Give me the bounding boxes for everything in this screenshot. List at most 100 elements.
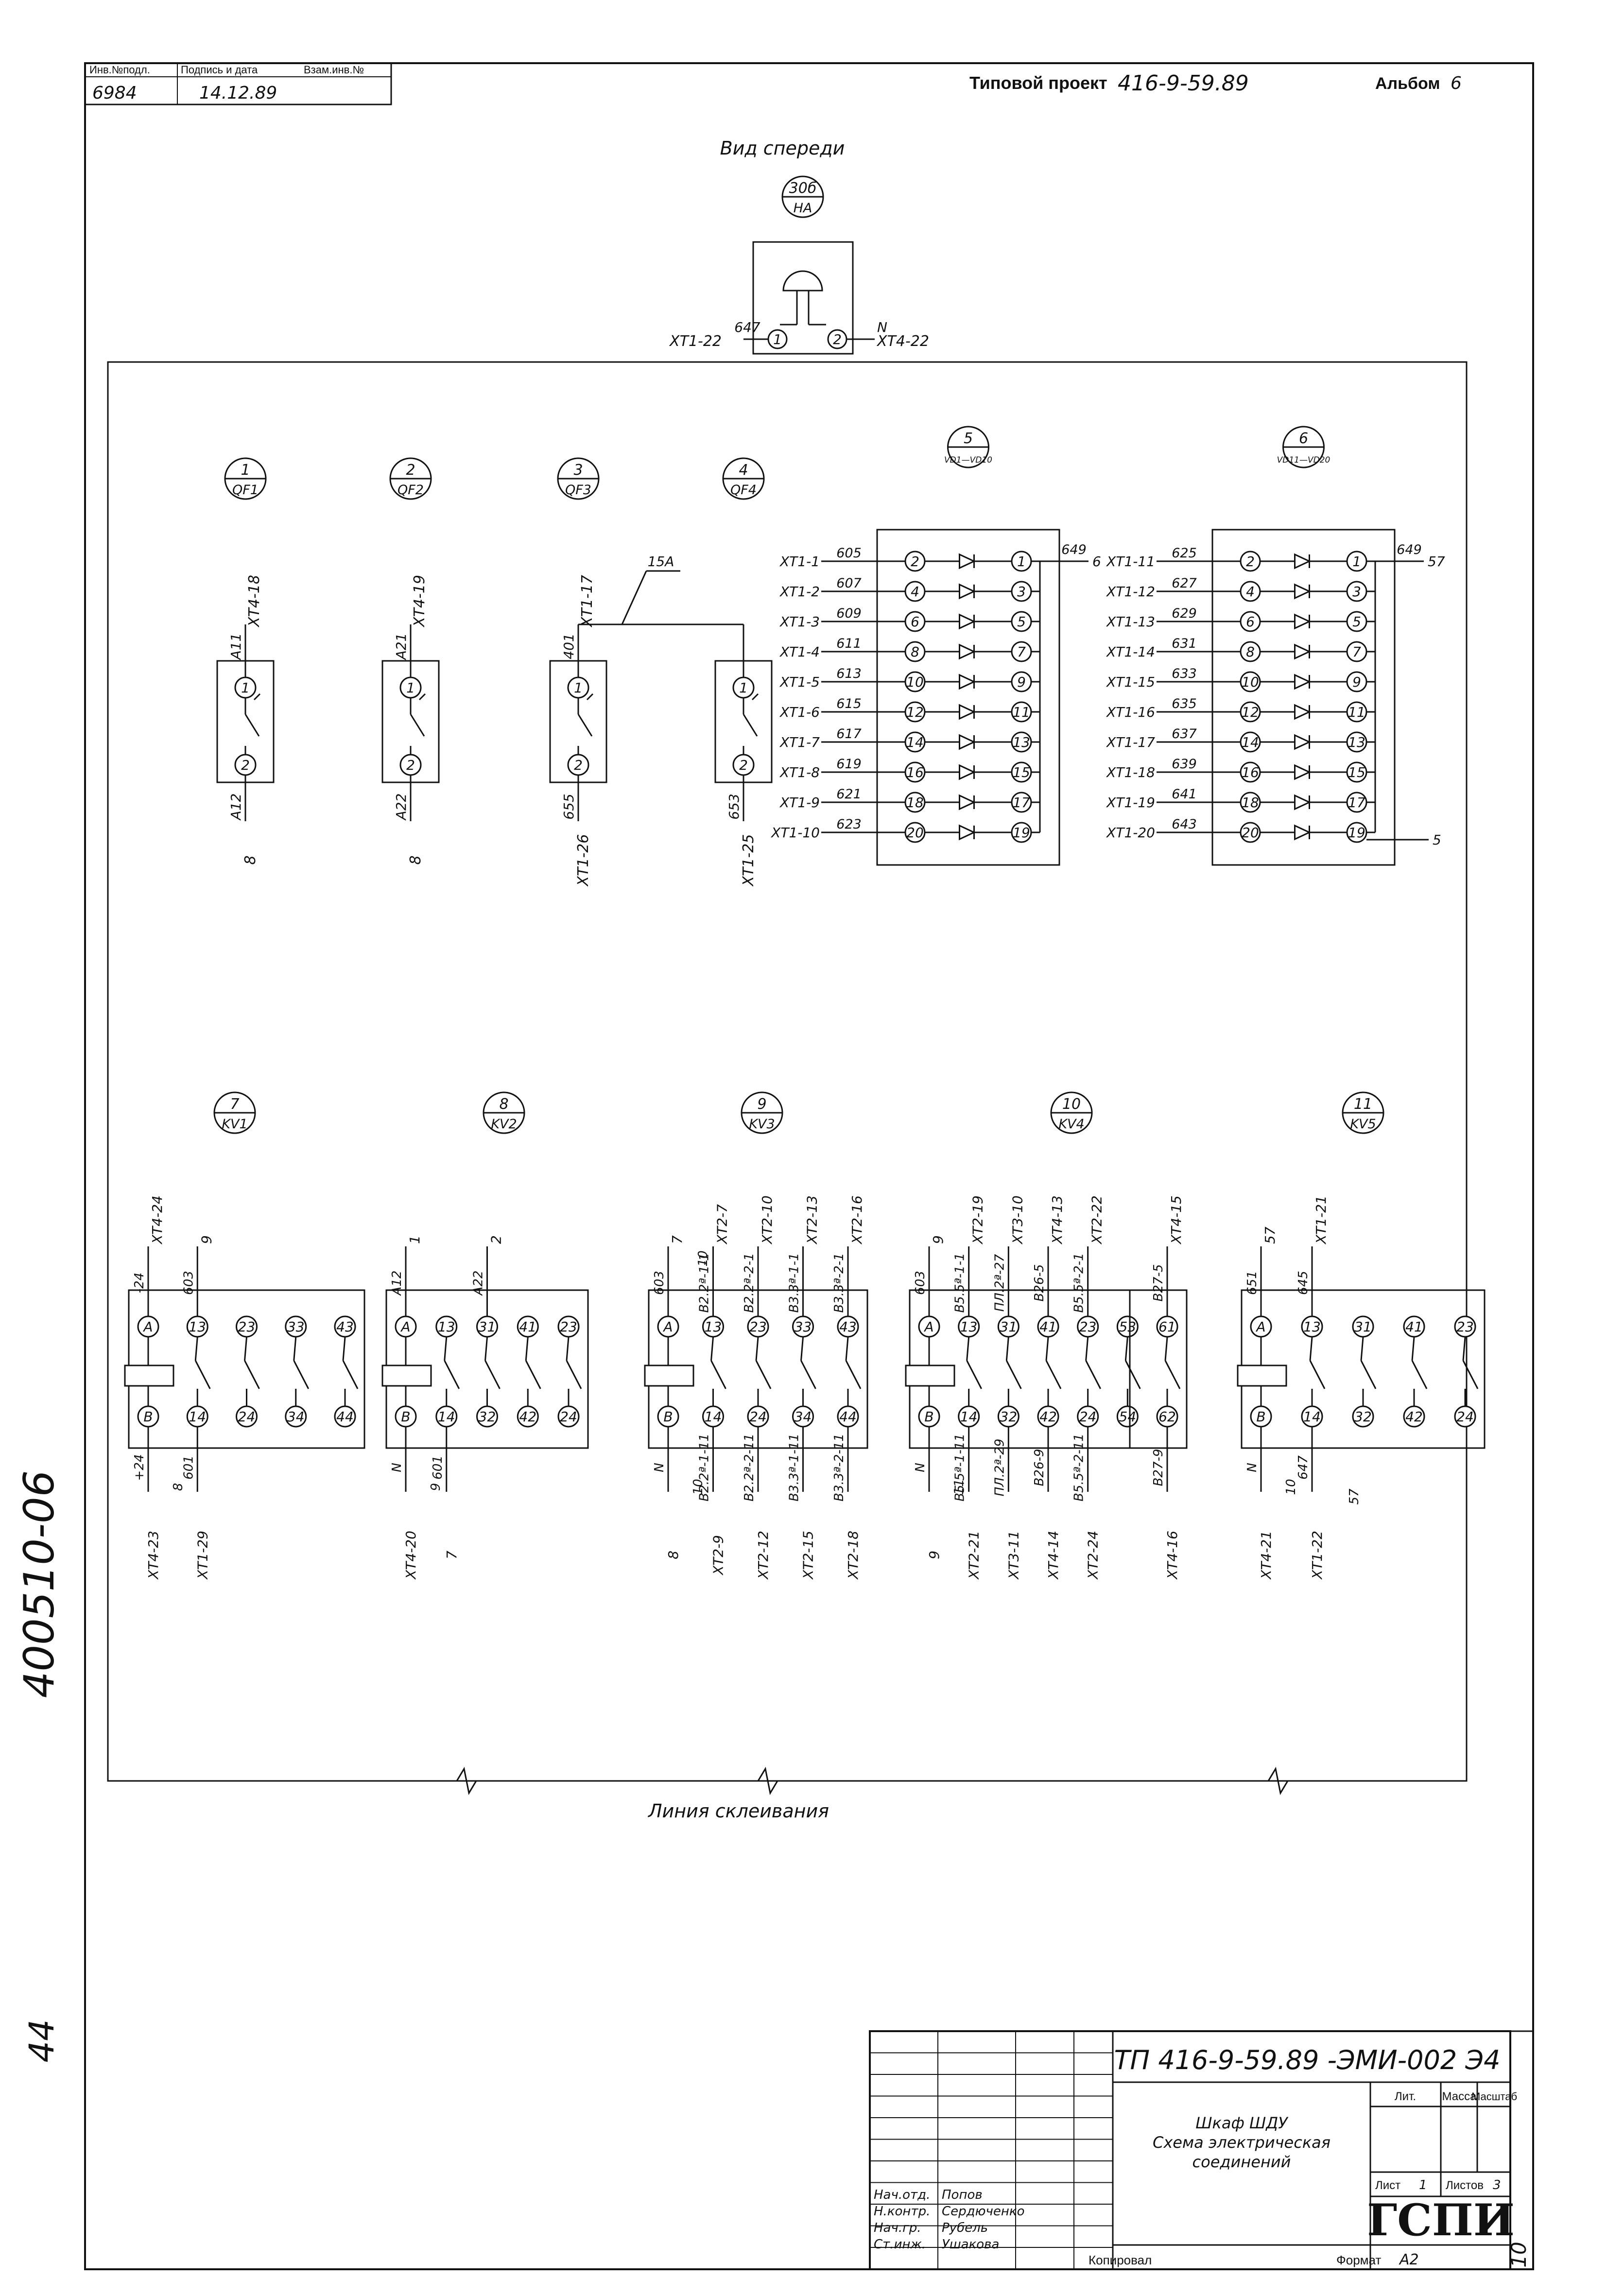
pin-label: 11 xyxy=(1348,704,1365,720)
relay-coil xyxy=(905,1364,955,1387)
switch-contact xyxy=(244,714,260,737)
wire-number: 649 xyxy=(1061,542,1087,557)
diode-symbol xyxy=(959,704,976,720)
pin-label: 61 xyxy=(1158,1319,1176,1335)
wire-link: 1 xyxy=(407,1235,423,1244)
pin-label: А xyxy=(400,1319,410,1335)
wire-number: 619 xyxy=(836,757,862,772)
pin-label: 14 xyxy=(1303,1409,1321,1425)
relay-contact xyxy=(1006,1360,1022,1389)
wire-number: 627 xyxy=(1172,576,1197,591)
pin-label: 16 xyxy=(1242,764,1259,780)
wire-number: 605 xyxy=(836,546,862,561)
signer-role: Н.контр. xyxy=(874,2204,930,2219)
switch-contact xyxy=(743,714,758,737)
wire-link: ХТ3-10 xyxy=(1009,1195,1025,1245)
wire-number: 615 xyxy=(836,696,862,711)
wire-line xyxy=(1005,1337,1009,1361)
contact-tick xyxy=(751,693,759,701)
diode-symbol xyxy=(1294,553,1312,570)
wire-line xyxy=(621,570,647,625)
project-number: 416-9-59.89 xyxy=(1118,71,1249,96)
organization-name: ГСПИ xyxy=(1367,2194,1515,2246)
wire-link: 6 xyxy=(1092,553,1101,570)
pin-label: 44 xyxy=(336,1409,354,1425)
wire-link: ХТ1-6 xyxy=(779,704,820,720)
pin-label: 33 xyxy=(795,1319,812,1335)
wire-number: 631 xyxy=(1172,636,1197,651)
wire-line xyxy=(755,1337,759,1361)
wire-number: N xyxy=(390,1463,404,1472)
wire-link: ХТ1-9 xyxy=(779,794,820,811)
wire-link: ХТ2-16 xyxy=(849,1195,865,1245)
pin-label: 5 xyxy=(1352,614,1361,630)
pin-label: 14 xyxy=(189,1409,206,1425)
pin-label: 14 xyxy=(1242,734,1259,750)
pin-circle xyxy=(1116,1315,1139,1338)
relay-contact xyxy=(244,1360,260,1389)
wire-link: ХТ3-11 xyxy=(1005,1531,1021,1580)
wire-line xyxy=(525,1337,529,1361)
wire-number: В2.2ª-1-1 xyxy=(697,1253,712,1312)
wire-link: ХТ1-3 xyxy=(779,614,820,630)
pin-label: 1 xyxy=(406,680,415,696)
pin-label: 1 xyxy=(739,680,748,696)
wire-link: 7 xyxy=(444,1551,460,1559)
diode-symbol xyxy=(959,673,976,690)
wire-number: В2.2ª-2-1 xyxy=(742,1253,757,1312)
pin-label: 42 xyxy=(1405,1409,1423,1425)
pin-label: 2 xyxy=(739,757,748,773)
pin-label: 3 xyxy=(1352,584,1361,600)
wire-line xyxy=(1085,1337,1089,1361)
wire-link: ХТ4-20 xyxy=(403,1531,419,1580)
switch-contact xyxy=(577,714,593,737)
wire-link: ХТ4-19 xyxy=(411,575,428,628)
pin-label: 13 xyxy=(1303,1319,1321,1335)
wire-number: 613 xyxy=(836,666,862,681)
pin-label: 12 xyxy=(906,704,924,720)
wire-link: ХТ1-5 xyxy=(779,674,820,690)
wire-number: А22 xyxy=(393,794,409,821)
pin-circle xyxy=(285,1315,307,1338)
wire-number: 645 xyxy=(1296,1271,1311,1295)
wire-number: 609 xyxy=(836,606,862,621)
signer-name: Сердюченко xyxy=(942,2204,1025,2219)
wire-link: ХТ4-21 xyxy=(1258,1531,1274,1580)
pin-label: 54 xyxy=(1119,1409,1137,1425)
wire-number: 643 xyxy=(1172,817,1197,832)
wire-line xyxy=(1309,1337,1313,1361)
wire-line xyxy=(1045,1337,1049,1361)
badge-number: 2 xyxy=(406,462,415,479)
jumper-label: 15А xyxy=(648,553,674,570)
wire-line xyxy=(845,1337,849,1361)
gluing-line xyxy=(108,1766,1467,1795)
pin-label: А xyxy=(662,1319,673,1335)
pin-label: 32 xyxy=(479,1409,496,1425)
wire-link: ХТ2-15 xyxy=(800,1531,816,1580)
pin-label: 6 xyxy=(1246,614,1255,630)
wire-link: 8 xyxy=(665,1551,681,1559)
wire-number: 603 xyxy=(913,1271,928,1295)
pin-label: 1 xyxy=(773,331,782,347)
wire-link: ХТ1-26 xyxy=(575,834,592,887)
wire-number: 633 xyxy=(1172,666,1197,681)
pin-label: 31 xyxy=(1354,1319,1372,1335)
diode-symbol xyxy=(1294,613,1312,630)
pin-label: 53 xyxy=(1119,1319,1137,1335)
diode-symbol xyxy=(1294,824,1312,841)
wire-number: 401 xyxy=(561,633,577,659)
wire-link: 10 xyxy=(1284,1479,1298,1495)
wire-link: ХТ1-7 xyxy=(779,734,820,750)
badge-designation: KV5 xyxy=(1350,1117,1376,1132)
wire-number: 621 xyxy=(836,787,862,802)
document-code: ТП 416-9-59.89 -ЭМИ-002 Э4 xyxy=(1114,2045,1501,2075)
pin-label: 2 xyxy=(833,331,842,347)
signer-name: Ушакова xyxy=(942,2237,999,2252)
wire-number: В5.5ª-2-11 xyxy=(1072,1433,1087,1502)
relay-coil xyxy=(124,1364,174,1387)
wire-link: 9 xyxy=(198,1235,214,1244)
format-label: Формат xyxy=(1336,2253,1381,2267)
wire-line xyxy=(244,1337,247,1361)
badge-number: 11 xyxy=(1354,1096,1372,1113)
